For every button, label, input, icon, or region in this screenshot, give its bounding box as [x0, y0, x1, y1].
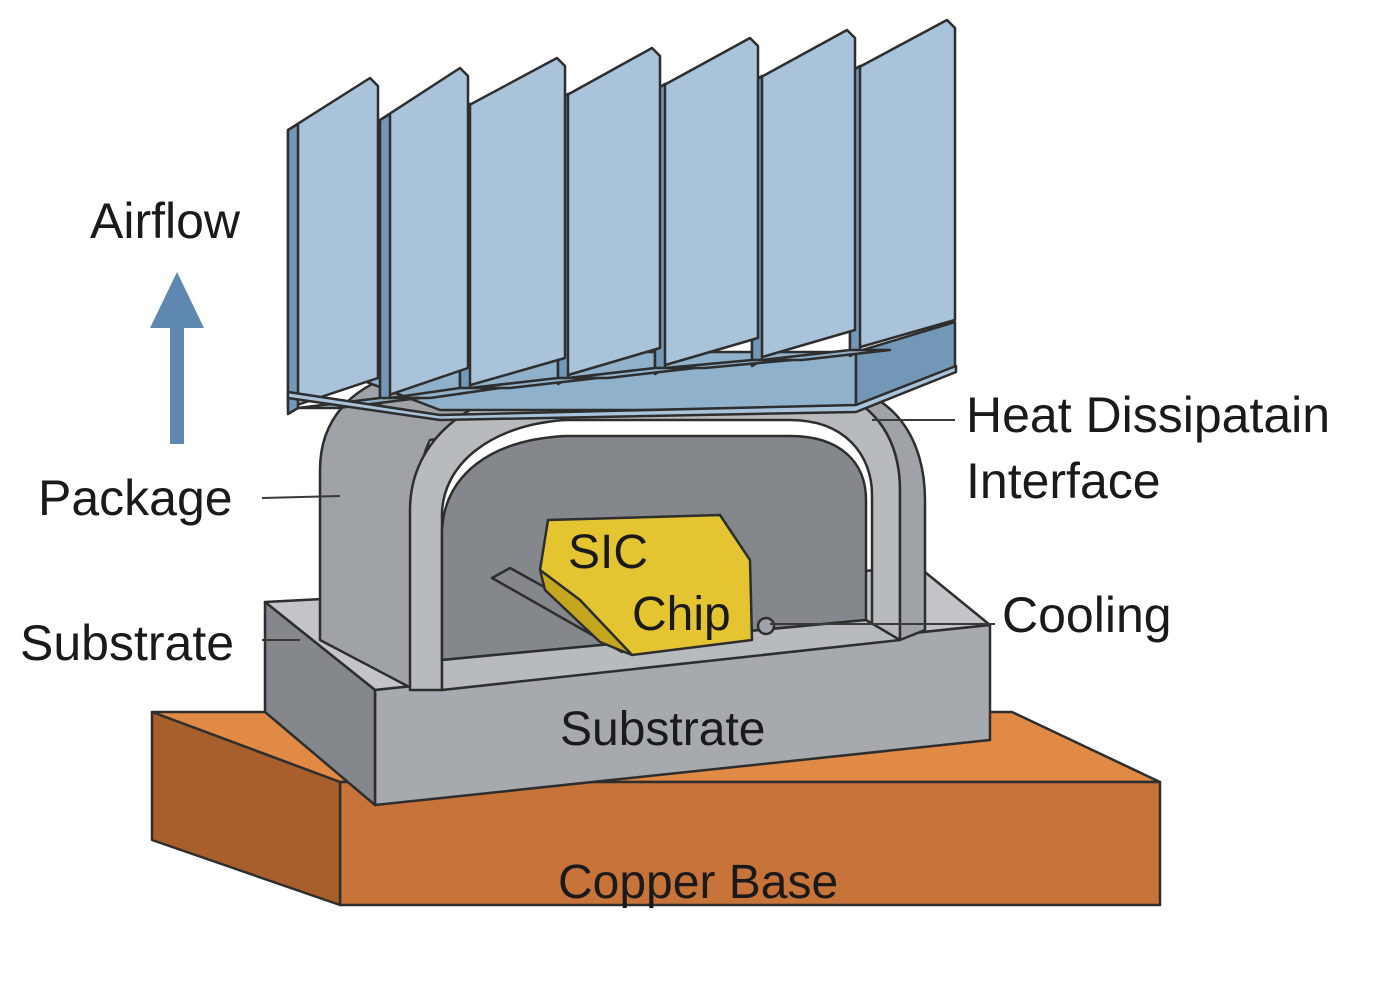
copper-base-side: [150, 710, 342, 907]
chip-label-line2: Chip: [632, 588, 731, 641]
leader-package: [261, 495, 341, 499]
heatsink-fin-side: [458, 56, 567, 390]
heatsink-fin-side: [556, 46, 662, 380]
copper-base-label: Copper Base: [558, 856, 838, 909]
sic-chip: [490, 513, 776, 657]
heatsink: [286, 18, 958, 422]
heatsink-fin-side: [286, 76, 380, 410]
heat-dissipation-label-line1: Heat Dissipatain: [966, 387, 1330, 443]
heatsink-base-strip: [286, 364, 958, 422]
substrate-side: [263, 600, 377, 807]
heatsink-fin-edge: [286, 122, 300, 416]
leader-lines: [261, 419, 995, 641]
heat-dissipation-label-line2: Interface: [966, 453, 1161, 509]
airflow-arrow-head: [150, 272, 204, 328]
package-label: Package: [38, 470, 233, 526]
heatsink-fin-edge: [378, 112, 392, 406]
chip-side: [538, 568, 634, 657]
substrate-block-label: Substrate: [560, 703, 765, 756]
heatsink-fin-side: [378, 66, 470, 400]
airflow-arrow: [150, 272, 204, 444]
airflow-arrow-shaft: [170, 318, 184, 444]
heatsink-fin-side: [653, 36, 760, 370]
substrate-left-label: Substrate: [20, 615, 234, 671]
heatsink-fin-side: [750, 28, 857, 362]
cooling-point: [756, 616, 776, 636]
chip-label-line1: SIC: [568, 526, 648, 579]
airflow-label: Airflow: [90, 193, 241, 249]
cooling-label: Cooling: [1002, 587, 1172, 643]
heatsink-fin-side: [848, 18, 957, 352]
